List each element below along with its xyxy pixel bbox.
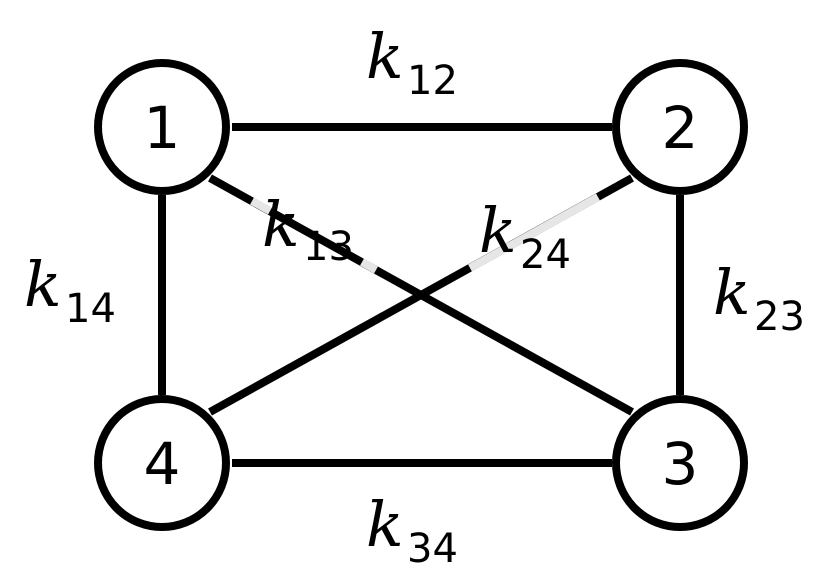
node-2: 2 — [612, 59, 748, 195]
label-k24: k 24 — [479, 194, 571, 278]
edge-2-4-faded-segment — [468, 193, 600, 272]
node-1-circle — [94, 59, 230, 195]
edge-1-3-faded-segment-2 — [360, 258, 378, 274]
label-k13-subscript: 13 — [303, 224, 354, 270]
label-k14: k 14 — [24, 248, 116, 332]
label-k34-subscript: 34 — [407, 526, 458, 572]
node-4: 4 — [94, 395, 230, 531]
node-2-circle — [612, 59, 748, 195]
label-k14-subscript: 14 — [65, 286, 116, 332]
label-k34: k 34 — [366, 488, 458, 572]
label-k23-symbol: k — [713, 256, 751, 329]
label-k12-symbol: k — [366, 20, 404, 93]
label-k14-symbol: k — [24, 248, 62, 321]
label-k24-symbol: k — [479, 194, 517, 267]
node-1: 1 — [94, 59, 230, 195]
node-2-label: 2 — [662, 94, 699, 162]
node-1-label: 1 — [144, 94, 181, 162]
edge-1-3-faded-segment — [250, 197, 272, 215]
label-k13: k 13 — [262, 188, 354, 270]
label-k23-subscript: 23 — [754, 294, 805, 340]
label-k12-subscript: 12 — [407, 58, 458, 104]
label-k12: k 12 — [366, 20, 458, 104]
node-3-circle — [612, 395, 748, 531]
label-k34-symbol: k — [366, 488, 404, 561]
node-3-label: 3 — [662, 430, 699, 498]
node-3: 3 — [612, 395, 748, 531]
label-k23: k 23 — [713, 256, 805, 340]
node-4-circle — [94, 395, 230, 531]
label-k24-subscript: 24 — [520, 232, 571, 278]
node-4-label: 4 — [144, 430, 181, 498]
label-k13-symbol: k — [262, 188, 300, 261]
